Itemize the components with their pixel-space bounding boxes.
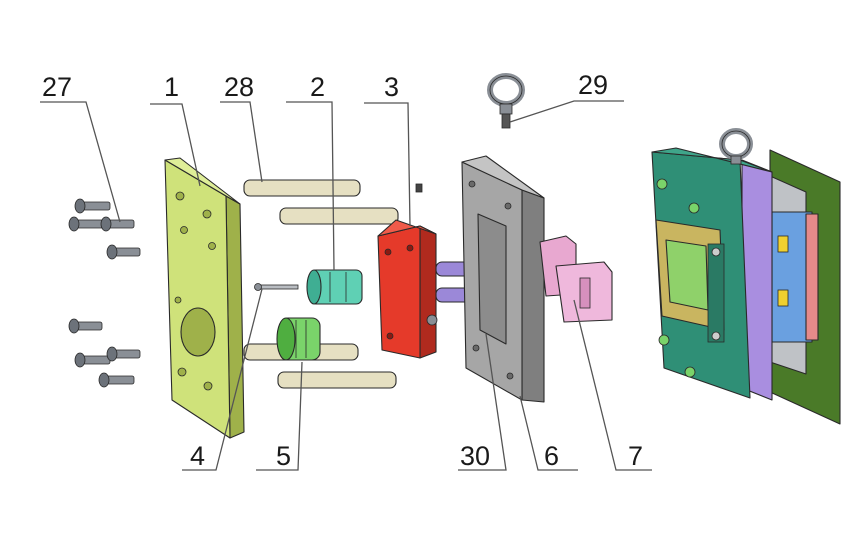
assembled-mold <box>651 128 841 425</box>
label-part-6: 6 <box>544 441 559 471</box>
label-part-29: 29 <box>578 70 608 100</box>
label-part-5: 5 <box>276 441 291 471</box>
screw-icon <box>68 318 103 334</box>
label-part-7: 7 <box>628 441 643 471</box>
sprue-bushing-part-2 <box>306 269 363 305</box>
part-labels: 27 1 28 2 3 29 4 5 30 6 7 <box>42 70 643 471</box>
pin-part-4 <box>254 283 299 291</box>
label-part-4: 4 <box>190 441 205 471</box>
leader-lines <box>40 100 652 471</box>
screw-icon <box>100 216 135 232</box>
label-part-28: 28 <box>224 72 254 102</box>
locating-ring-part-5 <box>276 317 321 361</box>
label-part-3: 3 <box>384 72 399 102</box>
label-part-2: 2 <box>310 72 325 102</box>
core-plate-part-6 <box>461 155 545 403</box>
label-part-30: 30 <box>460 441 490 471</box>
clamp-plate-part-1 <box>164 157 245 439</box>
screw-icon <box>74 352 111 368</box>
label-part-1: 1 <box>164 72 179 102</box>
screw-icon <box>98 372 135 388</box>
core-insert-part-7 <box>539 235 613 323</box>
screws-part-27 <box>68 198 141 388</box>
screw-icon <box>68 216 105 232</box>
screw-icon <box>106 346 141 362</box>
cavity-plate-part-3 <box>377 183 438 359</box>
label-part-27: 27 <box>42 72 72 102</box>
screw-icon <box>106 244 141 260</box>
screw-icon <box>74 198 111 214</box>
eye-bolt-part-29 <box>487 73 525 129</box>
eye-bolt-icon <box>719 128 753 165</box>
